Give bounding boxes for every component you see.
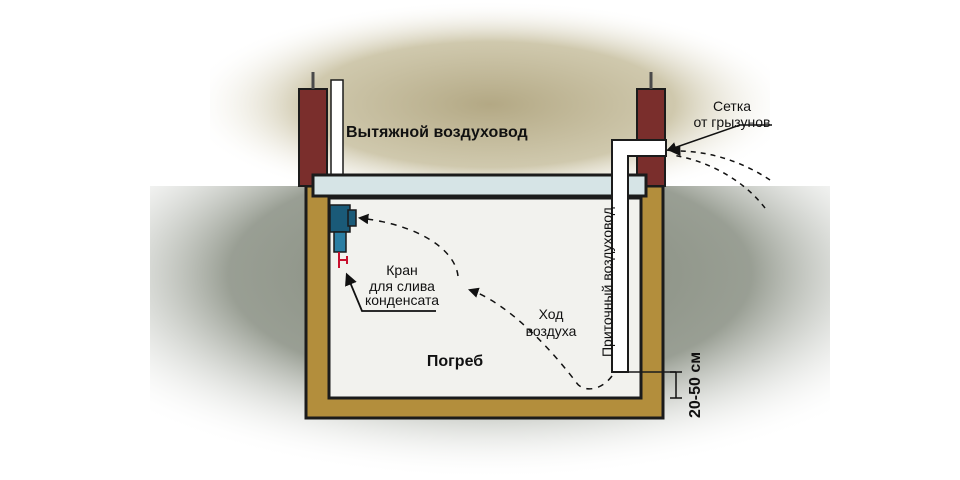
drain-valve-label-3: конденсата [365,292,439,308]
brick-pillar-right [636,88,666,187]
rodent-mesh-pointer [666,124,772,153]
airflow-label-1: Ход [539,306,564,322]
drain-valve-icon [338,252,348,268]
gap-dimension-marker [670,371,682,399]
drain-valve-label-2: для слива [369,278,435,294]
cellar-label: Погреб [427,353,483,370]
drain-valve-pointer [345,272,436,312]
airflow-outside-2 [671,154,766,209]
exhaust-fitting-lower [333,231,347,253]
drain-valve-label-1: Кран [386,262,417,278]
brick-pillar-left [298,88,328,187]
rodent-mesh-label-2: от грызунов [694,114,771,130]
airflow-label-2: воздуха [526,323,577,339]
supply-duct-label: Приточный воздуховод [599,207,615,357]
airflow-arrow-inside [468,287,613,390]
exhaust-fitting [329,204,351,233]
above-ground-haze [210,0,770,190]
exhaust-pipe [330,79,344,187]
exhaust-duct-label: Вытяжной воздуховод [346,124,528,141]
exhaust-fitting-collar [347,209,357,227]
airflow-outside-1 [669,145,771,181]
cellar-interior [327,196,643,400]
ceiling-slab [311,173,648,198]
gap-dimension-label: 20-50 см [687,352,704,418]
rodent-mesh-label-1: Сетка [713,98,751,114]
